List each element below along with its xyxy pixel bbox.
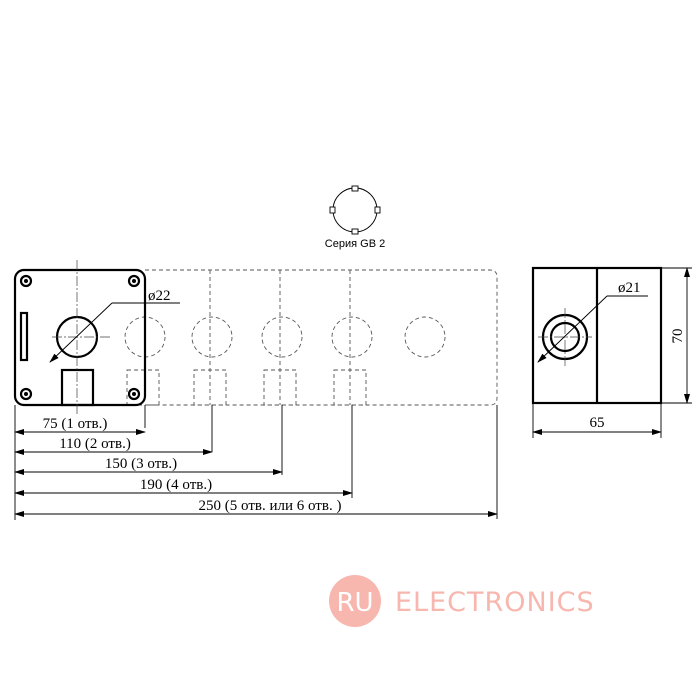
- dim-3-holes: 150 (3 отв.): [105, 456, 177, 472]
- front-hole-diameter: ø22: [148, 288, 171, 304]
- watermark-text: ELECTRONICS: [395, 587, 595, 618]
- dim-2-holes: 110 (2 отв.): [59, 436, 131, 452]
- side-view: [531, 266, 692, 438]
- side-hole-diameter: ø21: [618, 280, 641, 296]
- optional-hole-outlines: [124, 316, 446, 406]
- watermark-badge: RU: [336, 588, 373, 618]
- dimension-lines: [14, 405, 498, 520]
- dim-5-6-holes: 250 (5 отв. или 6 отв. ): [199, 498, 342, 514]
- front-view: [13, 260, 498, 415]
- side-height-dim: 70: [670, 329, 686, 344]
- screw-icons: [19, 274, 141, 401]
- side-width-dim: 65: [590, 415, 605, 431]
- dim-4-holes: 190 (4 отв.): [140, 477, 212, 493]
- hole-profile-symbol: [329, 185, 381, 235]
- series-label: Серия GB 2: [325, 238, 385, 250]
- watermark-logo: RU ELECTRONICS: [329, 575, 595, 627]
- dim-1-hole: 75 (1 отв.): [43, 416, 108, 432]
